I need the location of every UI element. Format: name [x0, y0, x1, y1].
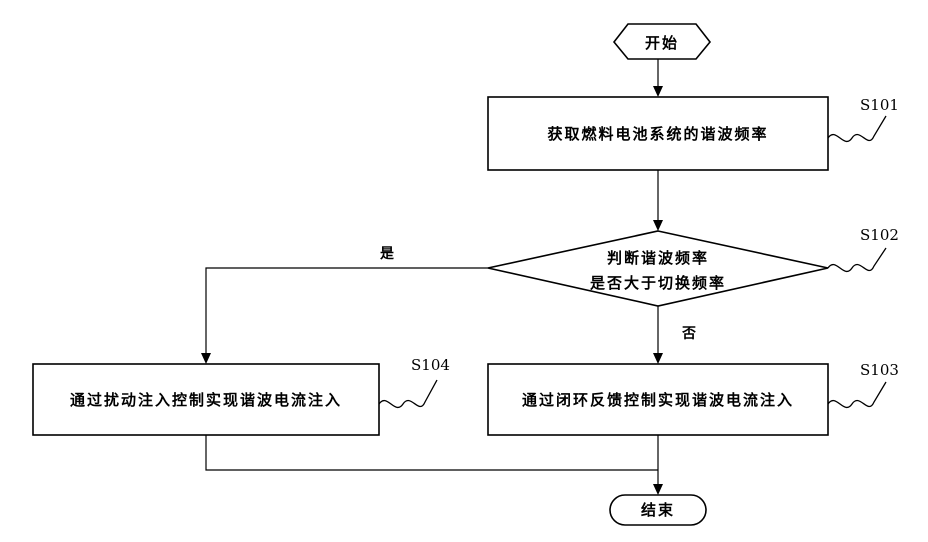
step-s102-tag: S102 [860, 226, 899, 244]
end-node-label: 结束 [641, 501, 675, 519]
start-node: 开始 [614, 24, 710, 59]
start-node-label: 开始 [645, 34, 679, 52]
step-s102: 判断谐波频率 是否大于切换频率 [488, 231, 828, 306]
arrowhead-s104 [201, 353, 211, 364]
step-s102-leader [828, 248, 886, 271]
step-s104-tag: S104 [411, 356, 450, 374]
step-s102-diamond [488, 231, 828, 306]
connector-s104-merge [206, 435, 658, 470]
step-s101: 获取燃料电池系统的谐波频率 [488, 97, 828, 170]
step-s103: 通过闭环反馈控制实现谐波电流注入 [488, 364, 828, 435]
step-s101-tag: S101 [860, 96, 899, 114]
arrowhead-s103 [653, 353, 663, 364]
arrowhead-end [653, 484, 663, 495]
arrowhead-s102 [653, 220, 663, 231]
step-s104: 通过扰动注入控制实现谐波电流注入 [33, 364, 379, 435]
step-s102-label-line2: 是否大于切换频率 [589, 274, 726, 292]
step-s103-leader [828, 382, 886, 407]
step-s104-label: 通过扰动注入控制实现谐波电流注入 [70, 391, 342, 409]
step-s103-label: 通过闭环反馈控制实现谐波电流注入 [522, 391, 794, 409]
step-s103-tag: S103 [860, 361, 899, 379]
step-s101-leader [828, 116, 886, 141]
end-node: 结束 [610, 495, 706, 525]
arrowhead-s101 [653, 86, 663, 97]
connector-s102-s104 [206, 268, 488, 355]
step-s101-label: 获取燃料电池系统的谐波频率 [547, 125, 768, 143]
step-s102-label-line1: 判断谐波频率 [607, 249, 709, 267]
branch-no-label: 否 [681, 326, 696, 342]
branch-yes-label: 是 [380, 246, 395, 262]
step-s104-leader [379, 380, 437, 407]
